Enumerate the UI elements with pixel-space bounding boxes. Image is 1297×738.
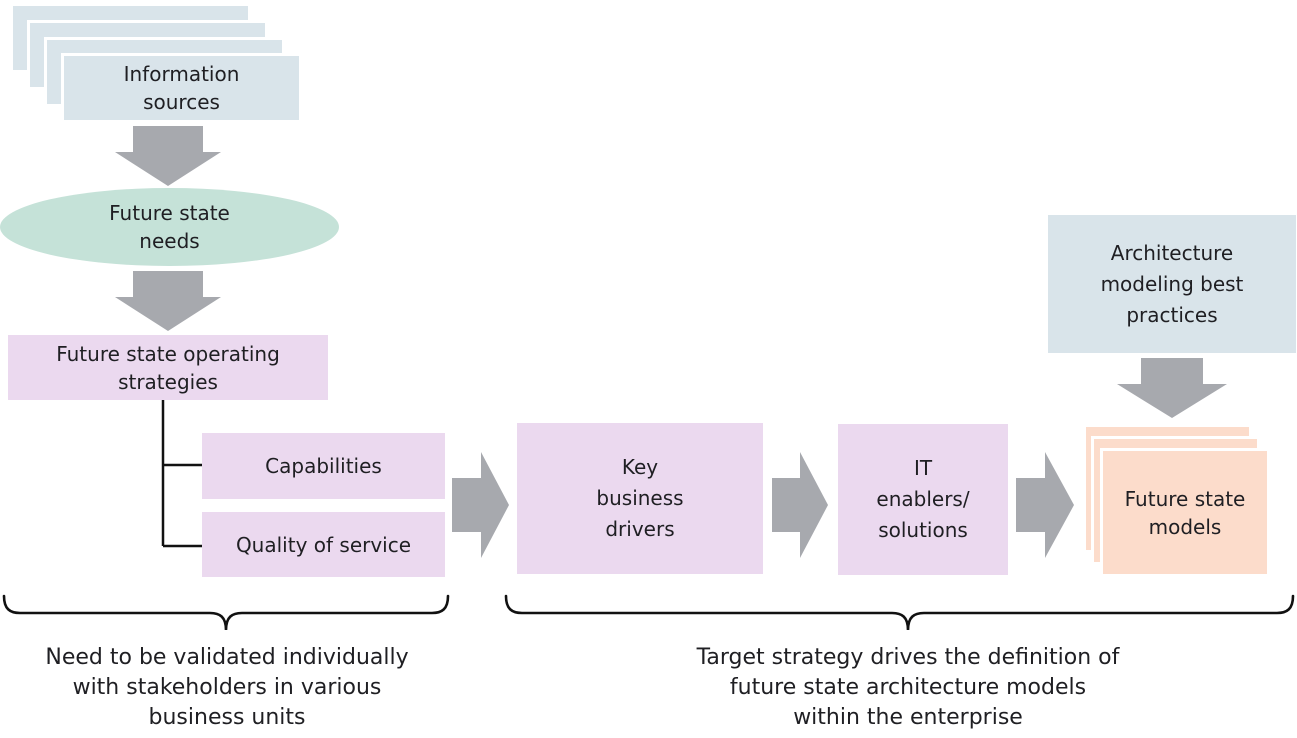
future-state-models-box: Future state models	[1100, 448, 1270, 577]
future-state-needs-ellipse: Future state needs	[0, 188, 339, 266]
right-brace-caption: Target strategy drives the definition of…	[696, 645, 1120, 730]
arrow-right-to-models-icon	[1016, 452, 1074, 558]
future-state-operating-strategies-box: Future state operating strategies	[8, 335, 328, 400]
left-brace-caption: Need to be validated individually with s…	[45, 645, 409, 730]
architecture-modeling-best-practices-box: Architecture modeling best practices	[1048, 215, 1296, 353]
arrow-down-info-to-needs-icon	[115, 126, 221, 186]
left-brace	[2, 594, 450, 631]
information-sources-box: Information sources	[61, 53, 302, 123]
arrow-down-needs-to-strategies-icon	[115, 271, 221, 331]
it-enablers-solutions-box: IT enablers/ solutions	[838, 424, 1008, 575]
connector-strategies-branches	[161, 400, 202, 548]
right-brace	[504, 594, 1295, 631]
key-business-drivers-box: Key business drivers	[517, 423, 763, 574]
arrow-right-to-drivers-icon	[452, 452, 509, 558]
arrow-right-to-enablers-icon	[772, 452, 828, 558]
arrow-down-practices-to-models-icon	[1117, 358, 1227, 418]
capabilities-box: Capabilities	[202, 433, 445, 499]
quality-of-service-box: Quality of service	[202, 512, 445, 577]
